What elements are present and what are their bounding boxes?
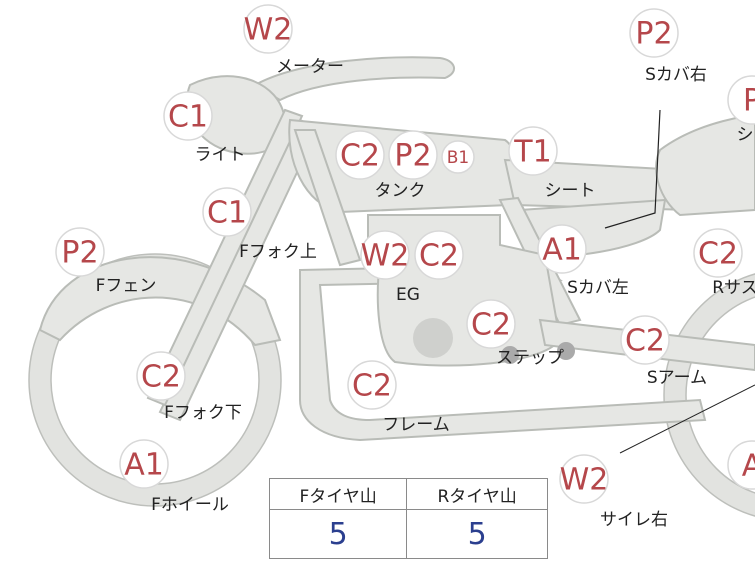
rear-tire-value: 5: [406, 509, 548, 559]
tire-tread-table: Fタイヤ山 Rタイヤ山 5 5: [268, 478, 548, 559]
badge-code: B1: [447, 148, 469, 168]
badge-circle: [243, 4, 293, 54]
part-label: ライト: [195, 145, 246, 165]
badge-circle: [537, 224, 587, 274]
badge-code: A1: [542, 233, 582, 268]
badge-code: C2: [698, 237, 738, 272]
badge-circle: [388, 130, 438, 180]
pointer-line-silencer-right: [619, 384, 755, 454]
badge-circle: [360, 230, 410, 280]
badge-circle: [441, 140, 475, 174]
part-label: Rサス: [712, 278, 755, 298]
part-badge-step: C2 ステップ: [466, 299, 564, 368]
part-label: Fフォク下: [164, 403, 242, 423]
front-tire-header: Fタイヤ山: [268, 478, 408, 510]
badge-code: C2: [471, 308, 511, 343]
part-label: EG: [396, 285, 420, 305]
badge-code: C1: [207, 196, 247, 231]
badge-circle: [414, 230, 464, 280]
badge-circle: [202, 187, 252, 237]
badge-circle: [727, 75, 755, 125]
badge-code: C2: [419, 239, 459, 274]
badge-code: C2: [141, 360, 181, 395]
badge-circle: [508, 126, 558, 176]
rear-tire-header: Rタイヤ山: [406, 478, 548, 510]
part-label: Sカバ左: [567, 278, 629, 298]
frame-down-tube-shape: [293, 129, 362, 267]
badge-code: A1: [124, 448, 164, 483]
part-label: Sカバ右: [645, 65, 707, 85]
badge-code: W2: [560, 463, 609, 498]
part-label: メーター: [276, 57, 344, 77]
frame-shape: [299, 263, 707, 442]
engine-cover-shape: [413, 318, 453, 358]
badge-code: T1: [513, 135, 551, 170]
part-badge-edge-p: Pシ: [727, 75, 755, 145]
part-label: シート: [545, 181, 596, 201]
badge-circle: [629, 8, 679, 58]
part-badge-meter: W2 メーター: [243, 4, 344, 77]
badge-circle: [559, 454, 609, 504]
part-label: タンク: [375, 181, 426, 201]
part-badge-tank-c2: C2: [335, 130, 385, 180]
badge-code: P: [743, 84, 755, 119]
part-label: サイレ右: [600, 510, 668, 530]
badge-circle: [119, 439, 169, 489]
part-label: Fフェン: [96, 276, 157, 296]
badge-code: P2: [635, 17, 672, 52]
part-label: Fホイール: [151, 495, 229, 515]
part-badge-tank-p2: P2: [388, 130, 438, 180]
badge-code: W2: [244, 13, 293, 48]
badge-circle: [55, 227, 105, 277]
part-badge-edge-a: A: [727, 440, 755, 490]
badge-circle: [466, 299, 516, 349]
badge-code: P2: [61, 236, 98, 271]
badge-circle: [347, 360, 397, 410]
badge-code: C1: [168, 100, 208, 135]
front-fork-right-shape: [146, 108, 304, 407]
pointer-line-s-cover-right: [604, 109, 661, 229]
part-label: フレーム: [382, 415, 450, 435]
part-label: Fフォク上: [239, 242, 317, 262]
badge-code: C2: [625, 324, 665, 359]
part-label: ステップ: [496, 348, 564, 368]
part-badge-light: C1 ライト: [163, 91, 246, 165]
handlebar-shape: [252, 56, 455, 102]
front-tire-value: 5: [268, 509, 408, 559]
part-badge-silencer-right: W2 サイレ右: [559, 454, 668, 530]
part-label: シ: [737, 125, 754, 145]
badge-circle: [335, 130, 385, 180]
badge-circle: [136, 351, 186, 401]
badge-code: A: [742, 449, 755, 484]
badge-code: C2: [340, 139, 380, 174]
badge-code: P2: [394, 139, 431, 174]
rear-wheel-shape: [664, 273, 755, 517]
part-label: Sアーム: [647, 368, 707, 388]
part-badge-eg-c2: C2: [414, 230, 464, 280]
part-badge-frame: C2 フレーム: [347, 360, 450, 435]
part-badge-seat: T1 シート: [508, 126, 596, 201]
badge-circle: [693, 228, 743, 278]
badge-circle: [727, 440, 755, 490]
part-badge-tank-b1: B1 タンク: [375, 140, 475, 201]
badge-code: W2: [361, 239, 410, 274]
badge-circle: [163, 91, 213, 141]
badge-code: C2: [352, 369, 392, 404]
badge-circle: [620, 315, 670, 365]
